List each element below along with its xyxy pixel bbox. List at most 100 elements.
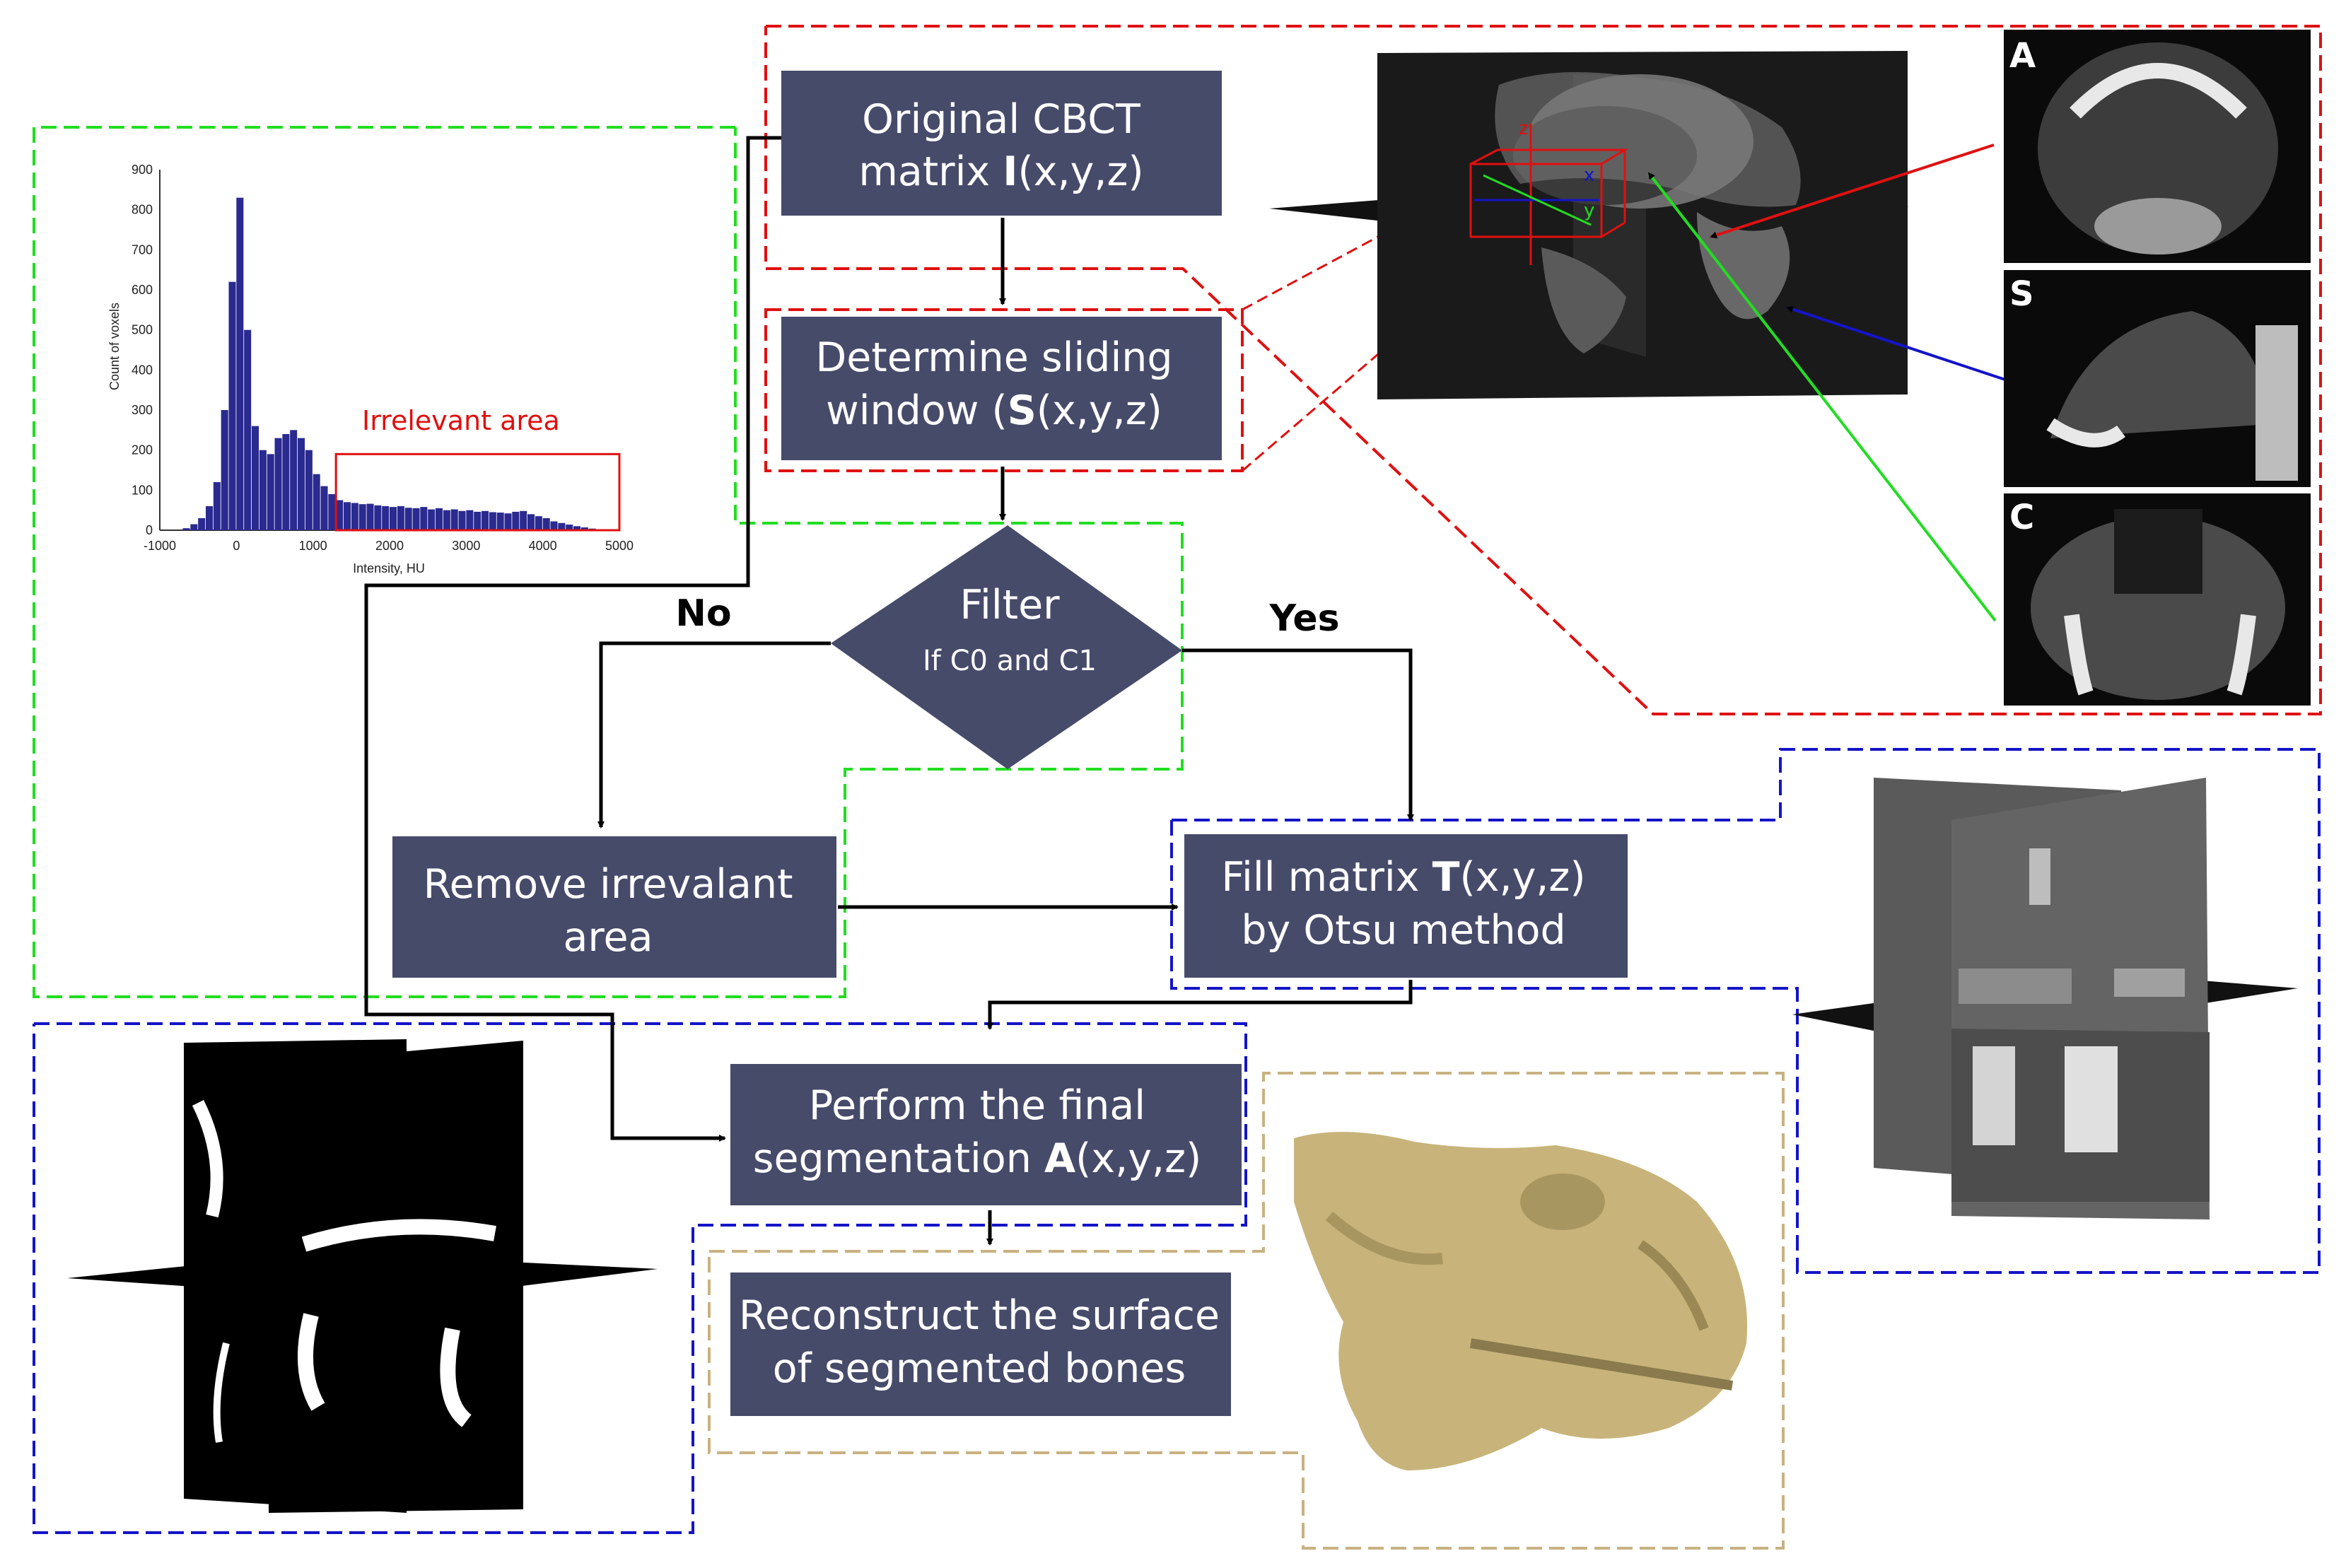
reconstruct-line1: Reconstruct the surface <box>739 1292 1220 1339</box>
hist-bar <box>228 281 236 530</box>
ct-panel-axial: A <box>2004 30 2311 263</box>
hist-bars <box>182 197 604 530</box>
fill-matrix-box: Fill matrix T(x,y,z) by Otsu method <box>1184 834 1628 978</box>
original-cbct-box: Original CBCT matrix I(x,y,z) <box>781 71 1222 216</box>
remove-line1: Remove irrevalant <box>424 861 793 908</box>
hist-bar <box>328 494 336 530</box>
hist-bar <box>336 500 344 530</box>
original-line2: matrix I(x,y,z) <box>858 148 1143 195</box>
hist-bar <box>236 197 244 530</box>
final-line2: segmentation A(x,y,z) <box>753 1135 1201 1182</box>
hist-bar <box>428 509 436 530</box>
green-region <box>33 126 1184 998</box>
hist-x-tick-label: -1000 <box>144 539 176 553</box>
mini-axis-y: y <box>1584 200 1594 221</box>
hist-bar <box>390 507 397 530</box>
hist-bar <box>496 513 504 530</box>
hist-y-tick-label: 0 <box>146 523 153 537</box>
hist-bar <box>221 410 228 530</box>
red-window-region <box>764 308 1244 472</box>
arrow-fill-to-final <box>986 980 1413 1030</box>
ct-slice-panels: A S C <box>2004 30 2311 706</box>
hist-bar <box>313 474 320 530</box>
hist-bar <box>550 521 558 530</box>
tan-reconstruct-region <box>708 1072 1785 1550</box>
hist-bar <box>535 516 542 530</box>
filter-condition: If C0 and C1 <box>923 645 1097 677</box>
remove-line2: area <box>563 914 653 961</box>
hist-bar <box>282 434 290 530</box>
hist-bar <box>512 511 520 530</box>
arrow-filter-no <box>597 641 831 829</box>
hist-bar <box>420 507 428 530</box>
hist-bar <box>466 510 474 530</box>
remove-area-box: Remove irrevalant area <box>392 836 836 978</box>
hist-bar <box>482 510 489 530</box>
branch-yes-label: Yes <box>1268 597 1339 640</box>
arrow-filter-yes <box>1182 648 1414 821</box>
hist-bar <box>474 511 482 530</box>
reconstructed-skull <box>1294 1132 1748 1470</box>
hist-bar <box>566 525 573 530</box>
blue-otsu-region <box>1170 748 2321 1274</box>
otsu-volume-planes <box>1792 778 2298 1219</box>
mini-axis-z: z <box>1519 118 1529 139</box>
hist-bar <box>558 522 566 530</box>
fill-line1: Fill matrix T(x,y,z) <box>1221 854 1585 901</box>
hist-bar <box>527 514 535 530</box>
mini-axis-x: x <box>1584 165 1594 186</box>
hist-bar <box>542 518 550 530</box>
hist-bar <box>436 508 443 530</box>
hist-y-tick-label: 400 <box>132 363 153 377</box>
hist-x-tick-label: 0 <box>233 539 240 553</box>
hist-x-tick-label: 1000 <box>299 539 327 553</box>
hist-bar <box>458 510 466 530</box>
hist-y-tick-label: 800 <box>132 203 153 217</box>
hist-bar <box>443 510 450 530</box>
hist-bar <box>489 512 496 530</box>
hist-bar <box>320 486 328 530</box>
hist-bar <box>252 426 259 530</box>
hist-y-tick-label: 500 <box>132 323 153 337</box>
hist-y-tick-label: 300 <box>132 403 153 417</box>
hist-bar <box>397 506 404 530</box>
binary-segmentation-planes <box>67 1039 658 1513</box>
hist-bar <box>198 518 206 530</box>
connectors <box>364 136 1414 1246</box>
hist-bar <box>351 503 358 530</box>
hist-bar <box>244 329 252 530</box>
hist-y-tick-label: 900 <box>132 163 153 177</box>
hist-bar <box>344 502 351 530</box>
hist-x-tick-label: 4000 <box>529 539 557 553</box>
fill-line2: by Otsu method <box>1241 907 1565 954</box>
filter-title: Filter <box>959 582 1060 628</box>
hist-bar <box>366 503 374 530</box>
hist-bar <box>274 438 282 530</box>
cbct-volume-planes: z x y <box>1269 51 2012 622</box>
hist-bar <box>504 513 512 530</box>
hist-bar <box>520 510 527 530</box>
hist-bar <box>358 504 366 530</box>
hist-x-tick-label: 3000 <box>452 539 480 553</box>
hist-bar <box>374 505 382 530</box>
hist-bar <box>305 450 313 530</box>
final-segmentation-box: Perform the final segmentation A(x,y,z) <box>730 1064 1242 1205</box>
hist-x-tick-label: 2000 <box>375 539 404 553</box>
hist-bar <box>382 506 390 530</box>
hist-bar <box>267 454 274 530</box>
panel-label-s: S <box>2009 274 2034 314</box>
panel-label-a: A <box>2009 36 2036 76</box>
hist-bar <box>259 450 267 530</box>
ct-panel-coronal: C <box>2004 493 2311 706</box>
hist-bar <box>290 430 298 530</box>
hist-y-tick-label: 100 <box>132 483 153 497</box>
red-region <box>764 25 2322 715</box>
filter-decision: Filter If C0 and C1 <box>831 525 1182 769</box>
hist-bar <box>404 508 412 530</box>
arrow-original-bypass <box>364 136 781 1142</box>
hist-bar <box>580 527 588 530</box>
reconstruct-box: Reconstruct the surface of segmented bon… <box>730 1272 1231 1416</box>
